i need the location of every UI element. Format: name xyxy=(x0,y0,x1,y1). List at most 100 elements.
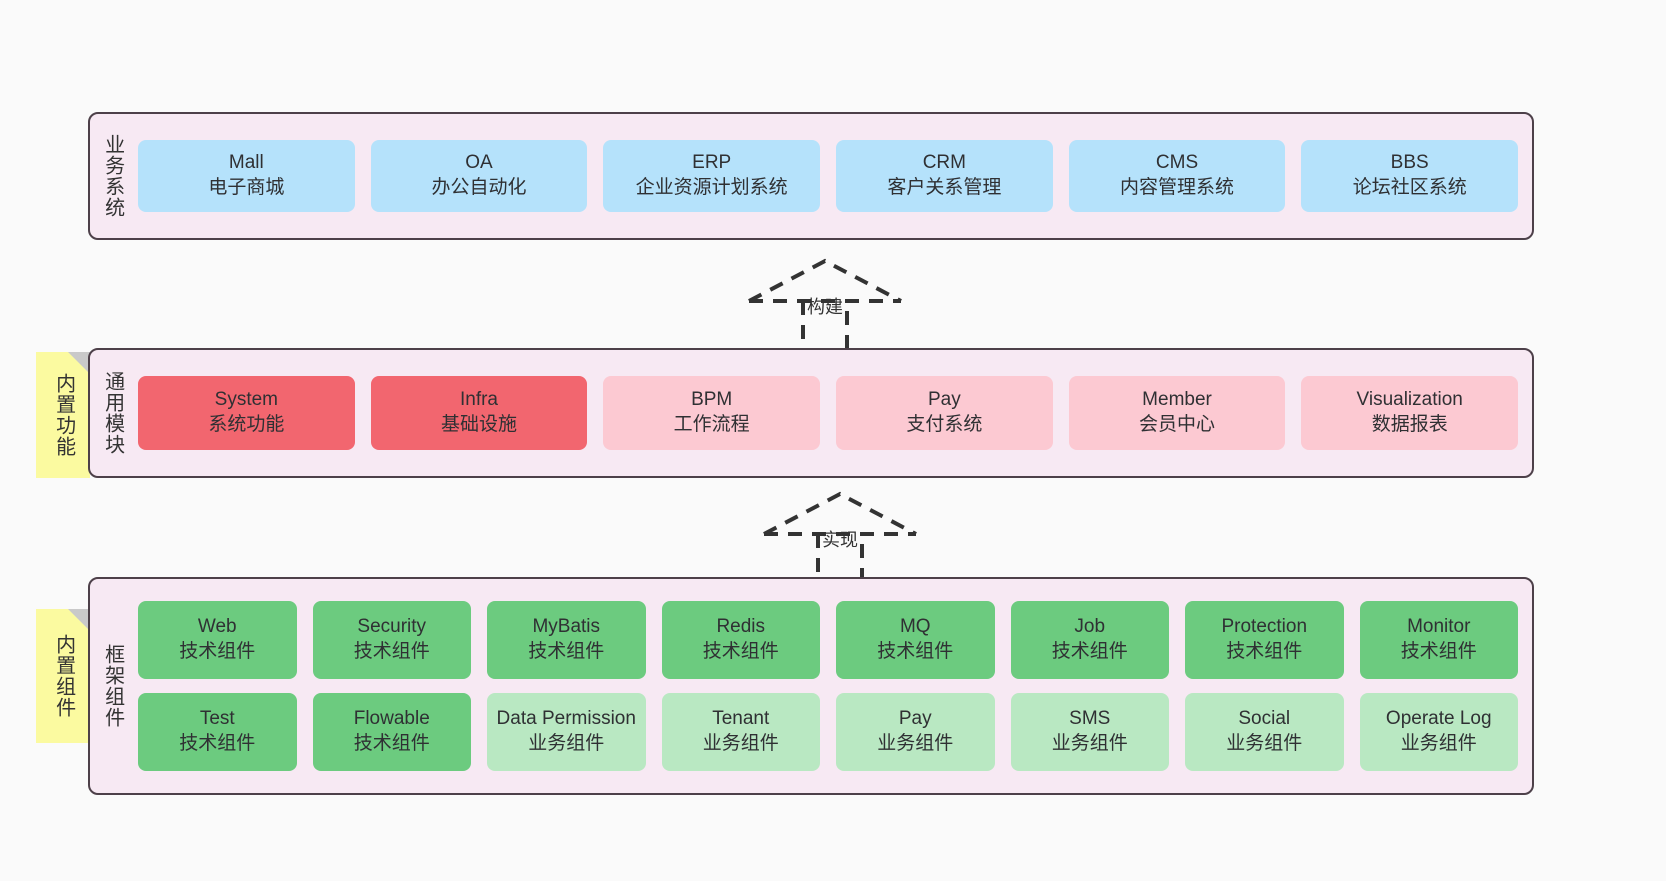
layer-row: System 系统功能 Infra 基础设施 BPM 工作流程 Pay 支付系统… xyxy=(138,376,1519,450)
node-subtitle: 客户关系管理 xyxy=(887,177,1002,198)
node-tenant[interactable]: Tenant 业务组件 xyxy=(661,693,820,771)
node-mall[interactable]: Mall 电子商城 xyxy=(138,140,355,212)
connector-realize-label: 实现 xyxy=(822,530,858,550)
node-subtitle: 内容管理系统 xyxy=(1120,177,1235,198)
node-pay-module[interactable]: Pay 支付系统 xyxy=(836,376,1053,450)
node-subtitle: 系统功能 xyxy=(208,414,285,435)
node-subtitle: 企业资源计划系统 xyxy=(635,177,788,198)
node-subtitle: 论坛社区系统 xyxy=(1352,177,1467,198)
node-name: Security xyxy=(357,616,427,638)
node-system[interactable]: System 系统功能 xyxy=(138,376,355,450)
node-bbs[interactable]: BBS 论坛社区系统 xyxy=(1301,140,1519,212)
connector-realize: 实现 xyxy=(750,488,930,588)
node-name: Pay xyxy=(927,389,961,411)
note-builtin-component: 内置组件 xyxy=(36,609,90,743)
node-name: Social xyxy=(1238,708,1291,730)
node-crm[interactable]: CRM 客户关系管理 xyxy=(836,140,1053,212)
node-subtitle: 工作流程 xyxy=(673,414,750,435)
node-name: ERP xyxy=(692,152,732,174)
node-name: Operate Log xyxy=(1385,708,1492,730)
node-sms[interactable]: SMS 业务组件 xyxy=(1010,693,1169,771)
node-pay-component[interactable]: Pay 业务组件 xyxy=(836,693,995,771)
node-name: OA xyxy=(465,152,493,174)
node-protection[interactable]: Protection 技术组件 xyxy=(1185,601,1344,679)
node-name: Mall xyxy=(228,152,264,174)
node-flowable[interactable]: Flowable 技术组件 xyxy=(312,693,471,771)
node-subtitle: 业务组件 xyxy=(702,733,779,754)
node-subtitle: 技术组件 xyxy=(877,641,954,662)
node-visualization[interactable]: Visualization 数据报表 xyxy=(1301,376,1519,450)
node-subtitle: 支付系统 xyxy=(906,414,983,435)
node-subtitle: 技术组件 xyxy=(179,641,256,662)
node-name: Visualization xyxy=(1356,389,1463,411)
layer-common-module: 通用模块 System 系统功能 Infra 基础设施 BPM 工作流程 Pay… xyxy=(88,348,1534,478)
node-name: BPM xyxy=(691,389,733,411)
node-name: Data Permission xyxy=(496,708,636,730)
node-name: Flowable xyxy=(353,708,430,730)
layer-body-business-system: Mall 电子商城 OA 办公自动化 ERP 企业资源计划系统 CRM 客户关系… xyxy=(134,114,1532,238)
node-social[interactable]: Social 业务组件 xyxy=(1185,693,1344,771)
node-name: MQ xyxy=(899,616,931,638)
node-mq[interactable]: MQ 技术组件 xyxy=(836,601,995,679)
node-name: Tenant xyxy=(712,708,770,730)
note-label: 内置功能 xyxy=(52,373,75,457)
node-bpm[interactable]: BPM 工作流程 xyxy=(603,376,821,450)
layer-title-framework-component: 框架组件 xyxy=(101,644,124,728)
node-subtitle: 技术组件 xyxy=(702,641,779,662)
node-subtitle: 技术组件 xyxy=(179,733,256,754)
node-name: Test xyxy=(199,708,235,730)
connector-build: 构建 xyxy=(735,255,915,355)
node-member[interactable]: Member 会员中心 xyxy=(1068,376,1286,450)
layer-row: Mall 电子商城 OA 办公自动化 ERP 企业资源计划系统 CRM 客户关系… xyxy=(138,140,1519,212)
node-subtitle: 数据报表 xyxy=(1371,414,1448,435)
connector-build-label: 构建 xyxy=(807,297,843,317)
node-subtitle: 电子商城 xyxy=(208,177,285,198)
node-subtitle: 业务组件 xyxy=(877,733,954,754)
node-subtitle: 技术组件 xyxy=(1400,641,1477,662)
node-subtitle: 业务组件 xyxy=(528,733,605,754)
node-job[interactable]: Job 技术组件 xyxy=(1010,601,1169,679)
node-redis[interactable]: Redis 技术组件 xyxy=(661,601,820,679)
node-subtitle: 会员中心 xyxy=(1139,414,1216,435)
layer-framework-component: 框架组件 Web 技术组件 Security 技术组件 MyBatis 技术组件… xyxy=(88,577,1534,795)
node-subtitle: 业务组件 xyxy=(1226,733,1303,754)
node-web[interactable]: Web 技术组件 xyxy=(138,601,297,679)
node-name: Job xyxy=(1074,616,1106,638)
layer-title-business-system: 业务系统 xyxy=(101,134,124,218)
layer-body-common-module: System 系统功能 Infra 基础设施 BPM 工作流程 Pay 支付系统… xyxy=(134,350,1532,476)
node-name: CMS xyxy=(1155,152,1199,174)
layer-row: Web 技术组件 Security 技术组件 MyBatis 技术组件 Redi… xyxy=(138,601,1518,679)
node-subtitle: 技术组件 xyxy=(353,641,430,662)
node-subtitle: 技术组件 xyxy=(353,733,430,754)
node-name: Infra xyxy=(459,389,499,411)
node-mybatis[interactable]: MyBatis 技术组件 xyxy=(487,601,646,679)
node-data-permission[interactable]: Data Permission 业务组件 xyxy=(487,693,646,771)
node-operate-log[interactable]: Operate Log 业务组件 xyxy=(1359,693,1518,771)
node-monitor[interactable]: Monitor 技术组件 xyxy=(1359,601,1518,679)
node-subtitle: 基础设施 xyxy=(441,414,518,435)
node-erp[interactable]: ERP 企业资源计划系统 xyxy=(603,140,821,212)
node-subtitle: 业务组件 xyxy=(1051,733,1128,754)
node-cms[interactable]: CMS 内容管理系统 xyxy=(1068,140,1286,212)
node-infra[interactable]: Infra 基础设施 xyxy=(370,376,588,450)
layer-business-system: 业务系统 Mall 电子商城 OA 办公自动化 ERP 企业资源计划系统 CRM… xyxy=(88,112,1534,240)
node-subtitle: 业务组件 xyxy=(1400,733,1477,754)
node-security[interactable]: Security 技术组件 xyxy=(312,601,471,679)
layer-title-common-module: 通用模块 xyxy=(101,371,124,455)
note-label: 内置组件 xyxy=(52,634,75,718)
node-oa[interactable]: OA 办公自动化 xyxy=(370,140,588,212)
node-name: System xyxy=(214,389,279,411)
node-name: CRM xyxy=(922,152,966,174)
node-test[interactable]: Test 技术组件 xyxy=(138,693,297,771)
node-name: Protection xyxy=(1221,616,1308,638)
node-name: Redis xyxy=(716,616,766,638)
layer-row: Test 技术组件 Flowable 技术组件 Data Permission … xyxy=(138,693,1518,771)
node-subtitle: 技术组件 xyxy=(528,641,605,662)
node-name: Pay xyxy=(898,708,932,730)
node-subtitle: 办公自动化 xyxy=(431,177,527,198)
node-name: SMS xyxy=(1069,708,1111,730)
node-name: BBS xyxy=(1390,152,1429,174)
node-name: Member xyxy=(1142,389,1212,411)
layer-body-framework-component: Web 技术组件 Security 技术组件 MyBatis 技术组件 Redi… xyxy=(134,579,1532,793)
